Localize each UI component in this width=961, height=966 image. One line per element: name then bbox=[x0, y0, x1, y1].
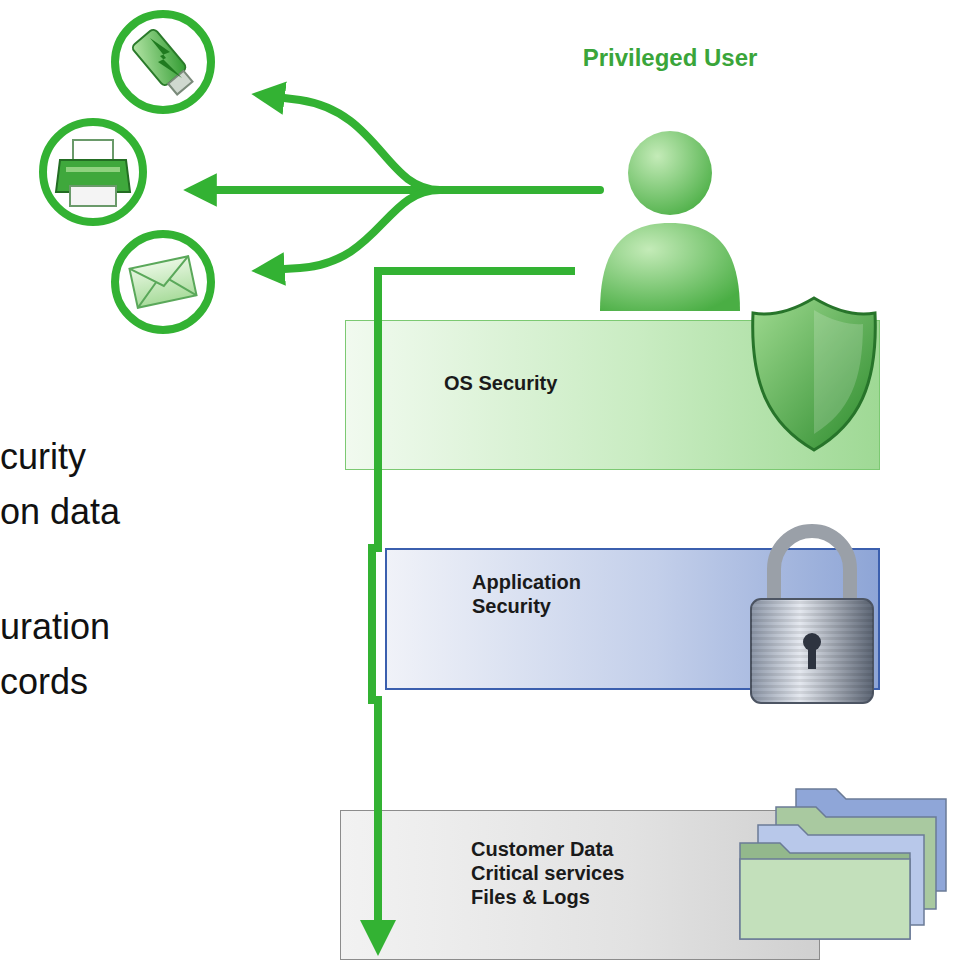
padlock-icon bbox=[737, 517, 887, 707]
shield-icon bbox=[749, 294, 879, 454]
layer-label: Critical services bbox=[471, 861, 624, 885]
bullet-text: on data bbox=[0, 491, 120, 533]
layer-label: Customer Data bbox=[471, 837, 613, 861]
usb-icon bbox=[115, 14, 211, 110]
bullet-text: cords bbox=[0, 661, 88, 703]
access-path-arrow bbox=[372, 271, 575, 938]
split-arrows bbox=[200, 96, 600, 270]
user-icon bbox=[595, 125, 745, 315]
folders-icon bbox=[696, 781, 956, 946]
os-layer-box: OS Security bbox=[345, 320, 880, 470]
application-layer-box: Application Security bbox=[385, 548, 880, 690]
user-node: Privileged User bbox=[575, 40, 765, 275]
data-layer-box: Customer DataCritical servicesFiles & Lo… bbox=[340, 810, 820, 960]
layer-label: Files & Logs bbox=[471, 885, 590, 909]
bullet-text: curity bbox=[0, 436, 86, 478]
layer-label: OS Security bbox=[444, 371, 557, 395]
bullet-text: uration bbox=[0, 606, 110, 648]
mail-icon bbox=[115, 234, 211, 330]
printer-icon bbox=[43, 122, 143, 222]
layer-label: Application Security bbox=[472, 570, 602, 618]
actor-label: Privileged User bbox=[583, 44, 758, 72]
